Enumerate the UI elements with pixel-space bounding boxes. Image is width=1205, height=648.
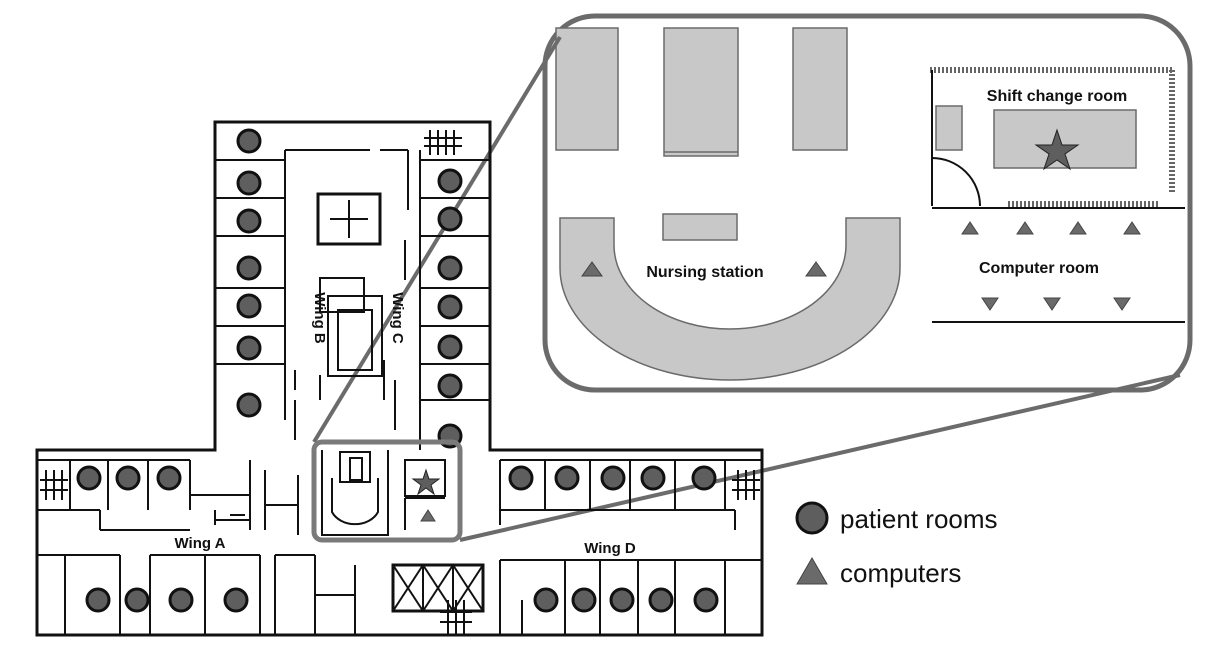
inset-block-2 xyxy=(663,27,739,157)
nursing-station-counter xyxy=(559,217,901,381)
patient-room-marker xyxy=(640,465,666,491)
patient-room-marker xyxy=(437,255,463,281)
computer-marker xyxy=(420,509,436,522)
patient-room-marker xyxy=(236,293,262,319)
patient-room-marker xyxy=(437,168,463,194)
patient-room-marker xyxy=(236,335,262,361)
patient-room-marker xyxy=(609,587,635,613)
patient-room-marker xyxy=(85,587,111,613)
shift-change-room: Shift change room xyxy=(930,67,1185,209)
wing-a-label: Wing A xyxy=(175,535,226,552)
patient-room-marker xyxy=(156,465,182,491)
patient-room-marker xyxy=(437,294,463,320)
inset-desk xyxy=(662,213,738,241)
computer-marker xyxy=(581,261,603,277)
floor-plan: Wing A Wing B Wing C Wing D xyxy=(35,120,764,637)
patient-room-marker xyxy=(437,206,463,232)
patient-room-marker xyxy=(648,587,674,613)
patient-room-marker xyxy=(168,587,194,613)
patient-room-marker xyxy=(115,465,141,491)
shift-change-room-label: Shift change room xyxy=(987,88,1127,105)
door-swing xyxy=(931,157,981,207)
inset-block-3 xyxy=(792,27,848,151)
patient-room-marker xyxy=(236,255,262,281)
patient-room-marker xyxy=(533,587,559,613)
inset-panel: Nursing station Shift change room Comput… xyxy=(542,13,1193,393)
computer-marker xyxy=(805,261,827,277)
patient-room-marker xyxy=(571,587,597,613)
patient-room-marker xyxy=(554,465,580,491)
computer-room-label: Computer room xyxy=(979,260,1099,277)
legend-computer-icon xyxy=(796,556,828,585)
computer-marker xyxy=(1016,221,1034,235)
patient-room-marker xyxy=(691,465,717,491)
computer-marker xyxy=(961,221,979,235)
patient-room-marker xyxy=(236,392,262,418)
patient-room-marker xyxy=(223,587,249,613)
star-marker xyxy=(411,468,441,496)
building-outline xyxy=(35,120,764,637)
wing-c-label: Wing C xyxy=(389,292,406,344)
patient-room-marker xyxy=(508,465,534,491)
patient-room-marker xyxy=(236,170,262,196)
legend-patient-room-icon xyxy=(795,501,829,535)
patient-room-markers xyxy=(76,128,719,613)
legend-patient-rooms-label: patient rooms xyxy=(840,504,998,534)
wing-d-label: Wing D xyxy=(584,540,636,557)
patient-room-marker xyxy=(600,465,626,491)
legend: patient rooms computers xyxy=(795,501,998,588)
highlight-box xyxy=(311,439,463,543)
wing-b-label: Wing B xyxy=(311,292,328,344)
patient-room-marker xyxy=(124,587,150,613)
south-block-walls xyxy=(37,450,762,635)
computer-marker xyxy=(1069,221,1087,235)
inset-block-1 xyxy=(555,27,619,151)
computer-marker xyxy=(1123,221,1141,235)
computer-room: Computer room xyxy=(932,221,1185,323)
cabinet xyxy=(935,105,963,151)
computer-marker xyxy=(1043,297,1061,311)
patient-room-marker xyxy=(236,208,262,234)
callout-line xyxy=(312,35,562,444)
patient-room-marker xyxy=(236,128,262,154)
star-marker xyxy=(1034,128,1080,171)
callout-line xyxy=(459,373,1181,542)
patient-room-marker xyxy=(437,334,463,360)
patient-room-marker xyxy=(693,587,719,613)
patient-room-marker xyxy=(76,465,102,491)
patient-room-marker xyxy=(437,373,463,399)
nursing-station-label: Nursing station xyxy=(646,264,763,281)
computer-marker xyxy=(1113,297,1131,311)
computer-marker xyxy=(981,297,999,311)
legend-computers-label: computers xyxy=(840,558,961,588)
north-tower-walls xyxy=(215,130,490,450)
